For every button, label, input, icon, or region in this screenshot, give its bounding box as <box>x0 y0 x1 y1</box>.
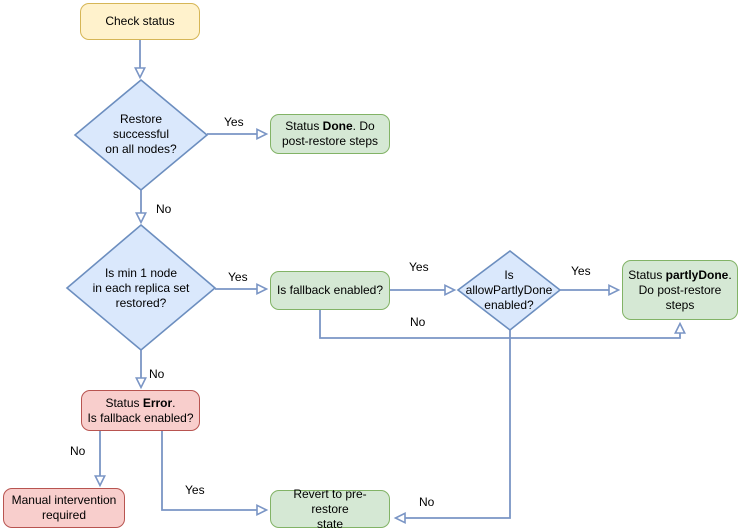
edge-label-restore-yes: Yes <box>222 115 246 129</box>
label-line: enabled? <box>484 298 534 312</box>
label-segment: Status <box>628 267 666 282</box>
edge-label-allow-partly-done-no: No <box>417 495 437 509</box>
decision-min-one-node-label: Is min 1 node in each replica set restor… <box>76 266 206 311</box>
status-partly-done-label: Status partlyDone. Do post-restore steps <box>628 268 731 313</box>
edge-label-min-node-yes: Yes <box>226 270 250 284</box>
edge-label-error-yes: Yes <box>183 483 207 497</box>
decision-restore-successful-label: Restore successful on all nodes? <box>86 112 196 157</box>
label-line: successful <box>112 127 170 141</box>
label-line: state <box>316 516 343 531</box>
label-line: Is <box>504 268 514 282</box>
fallback-enabled-label: Is fallback enabled? <box>276 283 384 297</box>
label-line: required <box>41 508 86 522</box>
node-status-partly-done: Status partlyDone. Do post-restore steps <box>622 260 738 320</box>
check-status-label: Check status <box>105 14 175 28</box>
label-segment-bold: partlyDone <box>665 267 729 282</box>
label-segment: . <box>728 267 732 282</box>
label-segment: . Do <box>352 119 375 133</box>
label-segment: Status <box>285 119 323 133</box>
edge-label-fallback-yes: Yes <box>407 260 431 274</box>
label-segment-bold: Done <box>322 119 353 133</box>
node-status-done: Status Done. Do post-restore steps <box>270 114 390 154</box>
edge-label-restore-no: No <box>154 202 174 216</box>
node-fallback-enabled: Is fallback enabled? <box>270 271 390 310</box>
label-line: Restore <box>119 112 163 126</box>
label-segment: . <box>172 395 176 410</box>
node-check-status: Check status <box>80 3 200 40</box>
label-segment-bold: Error <box>142 395 173 410</box>
label-line: Revert to pre-restore <box>293 486 367 516</box>
manual-intervention-label: Manual intervention required <box>12 493 117 523</box>
node-revert-pre-restore: Revert to pre-restore state <box>270 487 390 531</box>
label-segment: Is fallback enabled? <box>87 410 194 425</box>
label-segment: Status <box>105 395 143 410</box>
label-segment: post-restore steps <box>281 134 379 148</box>
label-line: Manual intervention <box>11 493 117 507</box>
edge-label-min-node-no: No <box>147 367 167 381</box>
node-manual-intervention: Manual intervention required <box>3 488 125 528</box>
edge-label-error-no: No <box>68 444 88 458</box>
node-status-error: Status Error. Is fallback enabled? <box>81 390 200 431</box>
status-error-label: Status Error. Is fallback enabled? <box>87 396 193 426</box>
label-line: allowPartlyDone <box>465 283 553 297</box>
edge-label-fallback-no: No <box>408 315 428 329</box>
edge-allow-partly-done-no-to-revert <box>393 330 511 524</box>
status-done-label: Status Done. Do post-restore steps <box>282 119 378 149</box>
revert-label: Revert to pre-restore state <box>275 487 385 531</box>
edge-label-allow-partly-done-yes: Yes <box>569 264 593 278</box>
label-line: Is min 1 node <box>104 266 178 280</box>
edge-fallback-no-to-partly-done <box>319 310 686 339</box>
label-segment: Do post-restore <box>638 282 722 297</box>
label-line: on all nodes? <box>105 142 177 156</box>
label-line: in each replica set <box>92 281 190 295</box>
edge-error-yes-to-revert <box>161 431 269 516</box>
label-segment: steps <box>665 297 695 312</box>
decision-allow-partly-done-label: Is allowPartlyDone enabled? <box>459 268 559 313</box>
label-line: restored? <box>115 296 167 310</box>
